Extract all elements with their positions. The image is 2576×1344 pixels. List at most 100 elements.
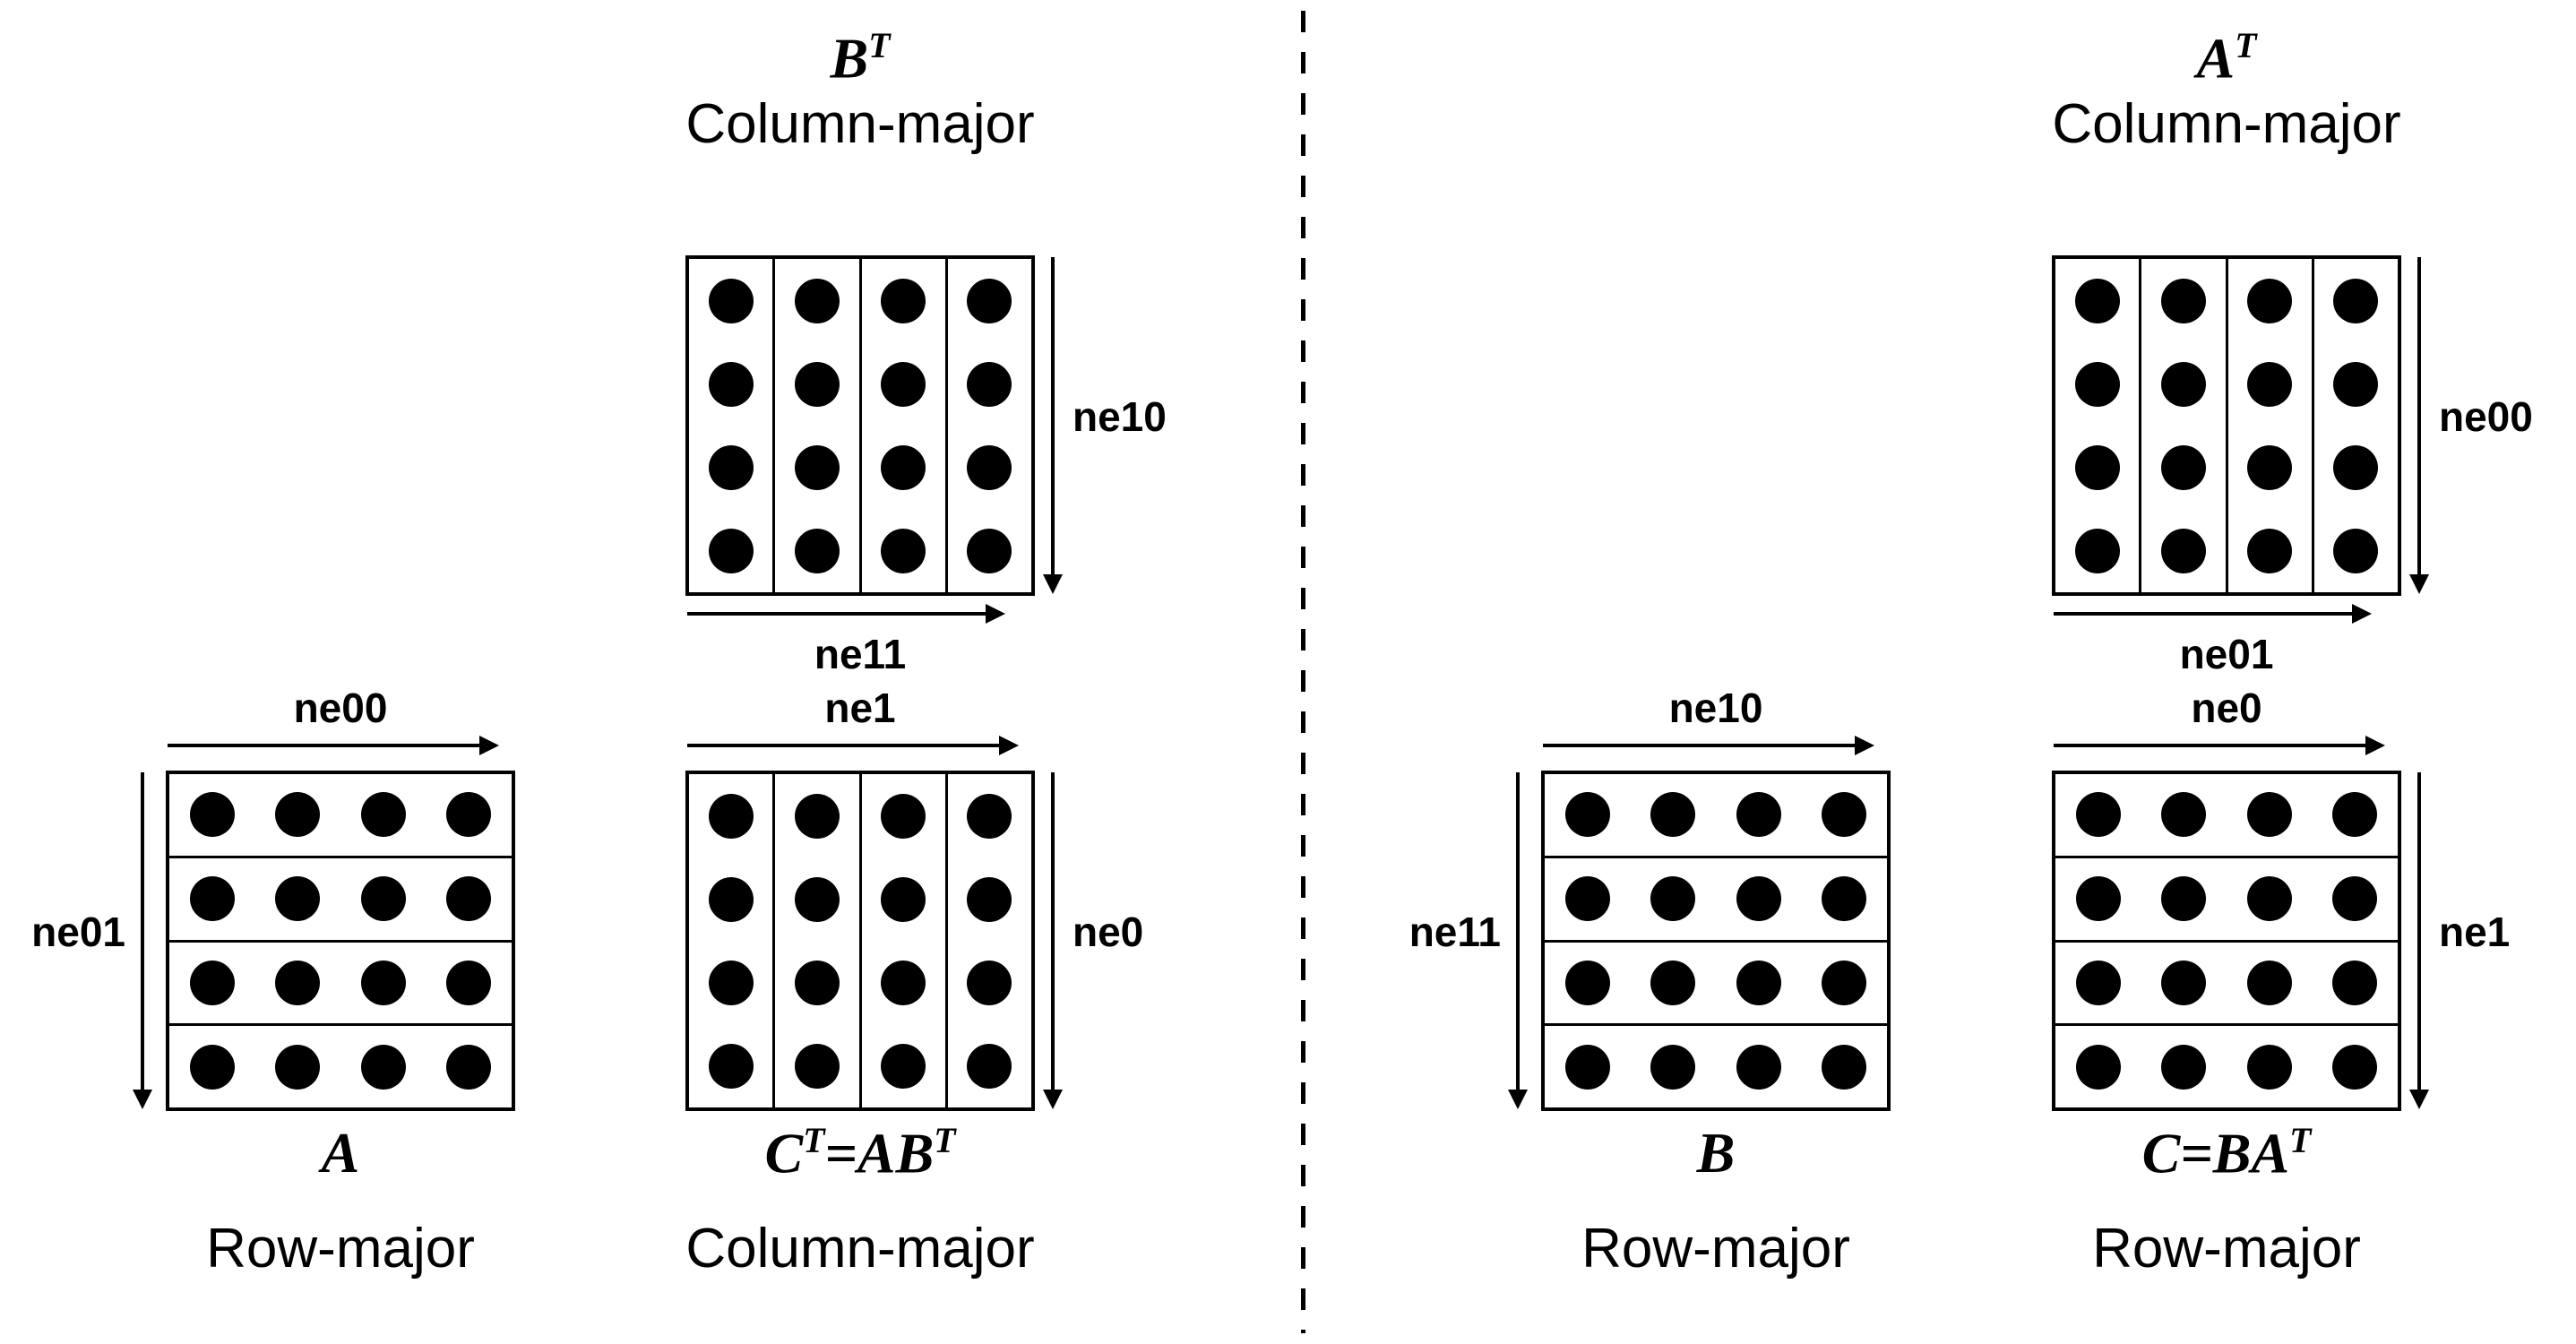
matrix-dot — [794, 960, 840, 1005]
matrix-dot — [967, 361, 1012, 407]
matrix-dot — [2160, 528, 2206, 573]
down-arrow-icon — [2409, 772, 2429, 1109]
matrix-dot — [2074, 361, 2120, 407]
matrix-dot — [189, 960, 235, 1005]
matrix-dot — [2074, 278, 2120, 323]
right-arrow-icon — [687, 604, 1005, 624]
matrix-dot — [708, 361, 754, 407]
matrix-dot — [881, 444, 926, 490]
matrix-dot — [794, 1043, 840, 1089]
matrix-dot — [1650, 960, 1696, 1005]
dim-label-top: ne10 — [1668, 685, 1763, 731]
matrix-dot — [2160, 278, 2206, 323]
matrix-dot — [2333, 444, 2379, 490]
matrix-dot — [1564, 1044, 1610, 1090]
matrix-cell — [1545, 1026, 1887, 1107]
right-arrow-icon — [687, 736, 1019, 755]
down-arrow-icon — [1043, 772, 1063, 1109]
matrix-title: AT — [2196, 26, 2257, 90]
matrix-dot — [1736, 876, 1781, 922]
matrix-title: C=BAT — [2141, 1121, 2312, 1185]
matrix-cell — [2141, 259, 2228, 592]
matrix-dot — [360, 960, 406, 1005]
matrix-dot — [708, 793, 754, 839]
matrix-title: A — [321, 1121, 360, 1185]
matrix-dot — [2074, 528, 2120, 573]
matrix-cell — [2055, 259, 2142, 592]
matrix-dot — [2247, 278, 2293, 323]
matrix-dot — [2246, 1044, 2292, 1090]
matrix-grid — [685, 771, 1035, 1111]
matrix-dot — [967, 793, 1012, 839]
matrix-cell — [169, 943, 512, 1027]
matrix-cell — [775, 774, 862, 1107]
matrix-dot — [708, 528, 754, 573]
panel-divider — [1301, 11, 1305, 1333]
matrix-dot — [881, 528, 926, 573]
matrix-dot — [1822, 960, 1867, 1005]
matrix-dot — [2333, 361, 2379, 407]
matrix-dot — [1650, 1044, 1696, 1090]
matrix-grid — [685, 255, 1035, 596]
matrix-cell — [1545, 858, 1887, 943]
memory-layout-label: Column-major — [685, 93, 1035, 155]
matrix-dot — [2247, 444, 2293, 490]
matrix-dot — [2161, 960, 2207, 1005]
matrix-group-c: ne0 ne1 C=BAT Row-major — [2052, 685, 2510, 1279]
matrix-dot — [2075, 960, 2121, 1005]
matrix-dot — [2160, 444, 2206, 490]
dim-label-right: ne00 — [2439, 393, 2533, 440]
memory-layout-label: Column-major — [2052, 93, 2401, 155]
matrix-dot — [360, 1044, 406, 1090]
matrix-cell — [689, 774, 776, 1107]
matrix-dot — [1822, 876, 1867, 922]
matrix-dot — [1736, 1044, 1781, 1090]
matrix-cell — [2314, 259, 2398, 592]
matrix-cell — [1545, 774, 1887, 858]
matrix-cell — [862, 259, 948, 592]
matrix-dot — [1650, 792, 1696, 838]
matrix-dot — [967, 444, 1012, 490]
matrix-dot — [967, 960, 1012, 1005]
memory-layout-label: Column-major — [685, 1218, 1035, 1279]
matrix-dot — [708, 960, 754, 1005]
matrix-dot — [708, 1043, 754, 1089]
matrix-dot — [189, 876, 235, 922]
matrix-dot — [275, 876, 321, 922]
right-arrow-icon — [168, 736, 499, 755]
matrix-dot — [2332, 876, 2378, 922]
right-arrow-icon — [2054, 604, 2372, 624]
matrix-dot — [2246, 792, 2292, 838]
matrix-dot — [2332, 792, 2378, 838]
matrix-dot — [2161, 792, 2207, 838]
matrix-dot — [446, 792, 492, 838]
matrix-dot — [2075, 792, 2121, 838]
matrix-dot — [794, 361, 840, 407]
matrix-dot — [446, 960, 492, 1005]
matrix-dot — [967, 528, 1012, 573]
matrix-cell — [2055, 774, 2398, 858]
dim-label-top: ne00 — [293, 685, 388, 731]
right-arrow-icon — [1543, 736, 1874, 755]
matrix-grid — [166, 771, 515, 1111]
matrix-dot — [1564, 960, 1610, 1005]
dim-label-bottom: ne01 — [2179, 631, 2274, 677]
matrix-cell — [2228, 259, 2314, 592]
matrix-dot — [275, 792, 321, 838]
matrix-dot — [881, 876, 926, 922]
matrix-cell — [689, 259, 776, 592]
matrix-dot — [1822, 792, 1867, 838]
matrix-dot — [446, 1044, 492, 1090]
matrix-dot — [1822, 1044, 1867, 1090]
memory-layout-label: Row-major — [1581, 1218, 1850, 1279]
matrix-grid — [2052, 255, 2401, 596]
matrix-group-b-transpose: BT Column-major ne10 ne11 — [685, 26, 1167, 676]
matrix-group-c-transpose: ne1 ne0 CT=ABT Column-major — [685, 685, 1143, 1279]
matrix-cell — [862, 774, 948, 1107]
matrix-cell — [948, 259, 1031, 592]
matrix-dot — [708, 278, 754, 323]
matrix-cell — [1545, 943, 1887, 1027]
dim-label-right: ne1 — [2439, 909, 2511, 955]
matrix-cell — [2055, 1026, 2398, 1107]
